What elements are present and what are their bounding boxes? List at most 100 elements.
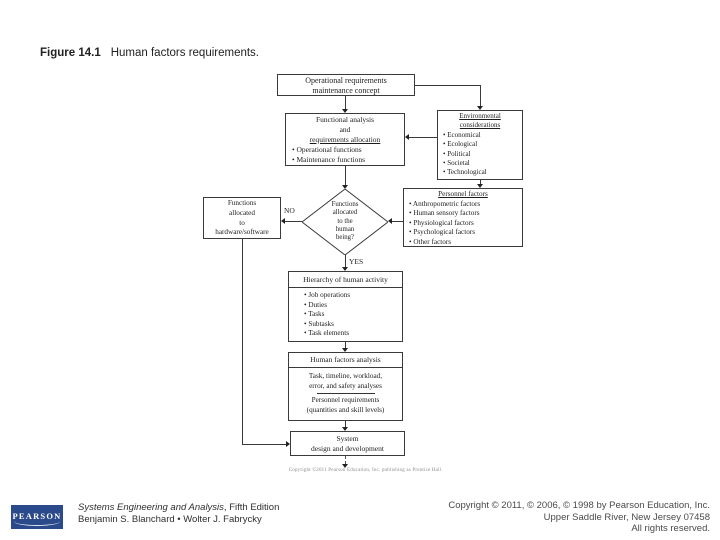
pearson-logo: PEARSON (11, 505, 63, 529)
pearson-logo-text: PEARSON (12, 510, 62, 521)
box-text: Environmental (459, 112, 501, 120)
flow-decision-diamond: Functions allocated to the human being? (302, 189, 388, 255)
arrowhead-right (286, 441, 290, 447)
arrowhead-down (342, 427, 348, 431)
connector (285, 221, 302, 222)
box-text: allocated (229, 208, 255, 217)
copyright-line: Upper Saddle River, New Jersey 07458 (543, 511, 710, 523)
box-text: Functions (331, 201, 359, 208)
book-title-line: Systems Engineering and Analysis, Fifth … (78, 502, 279, 514)
copyright-block: Copyright © 2011, © 2006, © 1998 by Pear… (410, 500, 710, 535)
bullet-item: Tasks (304, 310, 402, 320)
connector (392, 221, 403, 222)
figure-caption: Human factors requirements. (110, 47, 260, 59)
box-text: to (239, 218, 245, 227)
connector-dashed (345, 456, 346, 464)
arrowhead-left (405, 134, 409, 140)
bullet-item: Task elements (304, 329, 402, 339)
box-text: hardware/software (215, 228, 269, 237)
bullet-item: Psychological factors (409, 228, 522, 238)
bullet-item: Maintenance functions (292, 155, 404, 165)
arrowhead-down (342, 267, 348, 271)
arrowhead-down (342, 109, 348, 113)
bullet-item: Physiological factors (409, 219, 522, 229)
bullet-item: Operational functions (292, 145, 404, 155)
box-text: considerations (459, 121, 501, 130)
flow-box-system-design: System design and development (290, 431, 405, 456)
arrowhead-left (281, 218, 285, 224)
arrowhead-down (342, 464, 348, 468)
figure-fine-print: Copyright ©2011 Pearson Education, Inc. … (288, 468, 442, 473)
diamond-shape-icon (302, 189, 388, 255)
connector (415, 85, 480, 86)
box-text: System (336, 434, 359, 443)
flow-box-hierarchy-header: Hierarchy of human activity (288, 271, 403, 288)
box-text: error, and safety analyses (309, 381, 382, 390)
logo-swoosh-icon (14, 517, 60, 526)
arrowhead-left (388, 218, 392, 224)
connector (345, 96, 346, 110)
connector (242, 444, 286, 445)
arrowhead-down (342, 348, 348, 352)
box-text: requirements allocation (309, 135, 381, 144)
box-text: (quantities and skill levels) (306, 405, 385, 414)
connector (480, 180, 481, 184)
bullet-item: Technological (443, 168, 522, 177)
separator-line (316, 393, 375, 394)
flow-box-analysis-detail: Task, timeline, workload, error, and saf… (288, 367, 403, 421)
bullet-item: Economical (443, 131, 522, 140)
book-edition: , Fifth Edition (223, 502, 280, 513)
flow-box-functional-analysis: Functional analysis and requirements all… (285, 113, 405, 166)
arrowhead-down (342, 185, 348, 189)
flow-box-operational-requirements: Operational requirements maintenance con… (277, 74, 415, 96)
flow-box-analysis-header: Human factors analysis (288, 352, 403, 368)
label-no: NO (284, 206, 295, 215)
flow-box-hierarchy-list: Job operations Duties Tasks Subtasks Tas… (288, 287, 403, 342)
box-text: Hierarchy of human activity (303, 275, 388, 284)
box-text: being? (335, 234, 355, 242)
connector (242, 239, 243, 444)
copyright-line: All rights reserved. (631, 523, 710, 534)
box-text: Operational requirements (305, 76, 387, 85)
flow-box-personnel-factors: Personnel factors Anthropometric factors… (403, 188, 523, 247)
flow-box-hardware-software: Functions allocated to hardware/software (203, 197, 281, 239)
bullet-item: Anthropometric factors (409, 200, 522, 210)
connector (409, 137, 437, 138)
arrowhead-down (477, 106, 483, 110)
connector (480, 85, 481, 106)
connector (345, 342, 346, 348)
bullet-item: Political (443, 150, 522, 159)
box-text: Functions (227, 199, 257, 207)
flowchart: Operational requirements maintenance con… (195, 68, 540, 483)
book-info: Systems Engineering and Analysis, Fifth … (78, 502, 279, 526)
box-text: Human factors analysis (310, 355, 381, 364)
figure-label: Figure 14.1 (40, 47, 101, 59)
arrowhead-down (477, 184, 483, 188)
box-text: and (339, 125, 351, 134)
bullet-item: Other factors (409, 238, 522, 248)
box-text: to the (337, 217, 353, 225)
bullet-item: Duties (304, 301, 402, 311)
connector (345, 421, 346, 427)
box-text: Personnel requirements (311, 396, 380, 404)
box-text: maintenance concept (312, 86, 380, 95)
box-text: Functional analysis (315, 115, 375, 124)
flow-box-environmental-considerations: Environmental considerations Economical … (437, 110, 523, 180)
box-text: human (335, 225, 355, 233)
book-title: Systems Engineering and Analysis (78, 502, 224, 513)
decision-text: Functions allocated to the human being? (302, 201, 388, 242)
box-text: Personnel factors (438, 190, 488, 198)
copyright-line: Copyright © 2011, © 2006, © 1998 by Pear… (448, 500, 710, 511)
label-yes: YES (349, 257, 364, 266)
box-text: design and development (311, 444, 384, 453)
bullet-item: Ecological (443, 140, 522, 149)
connector (345, 255, 346, 267)
book-authors: Benjamin S. Blanchard • Wolter J. Fabryc… (78, 514, 262, 525)
bullet-item: Societal (443, 159, 522, 168)
connector (345, 166, 346, 185)
bullet-item: Human sensory factors (409, 209, 522, 219)
box-text: allocated (332, 209, 358, 217)
bullet-item: Job operations (304, 291, 402, 301)
figure-title: Figure 14.1 Human factors requirements. (40, 47, 259, 59)
